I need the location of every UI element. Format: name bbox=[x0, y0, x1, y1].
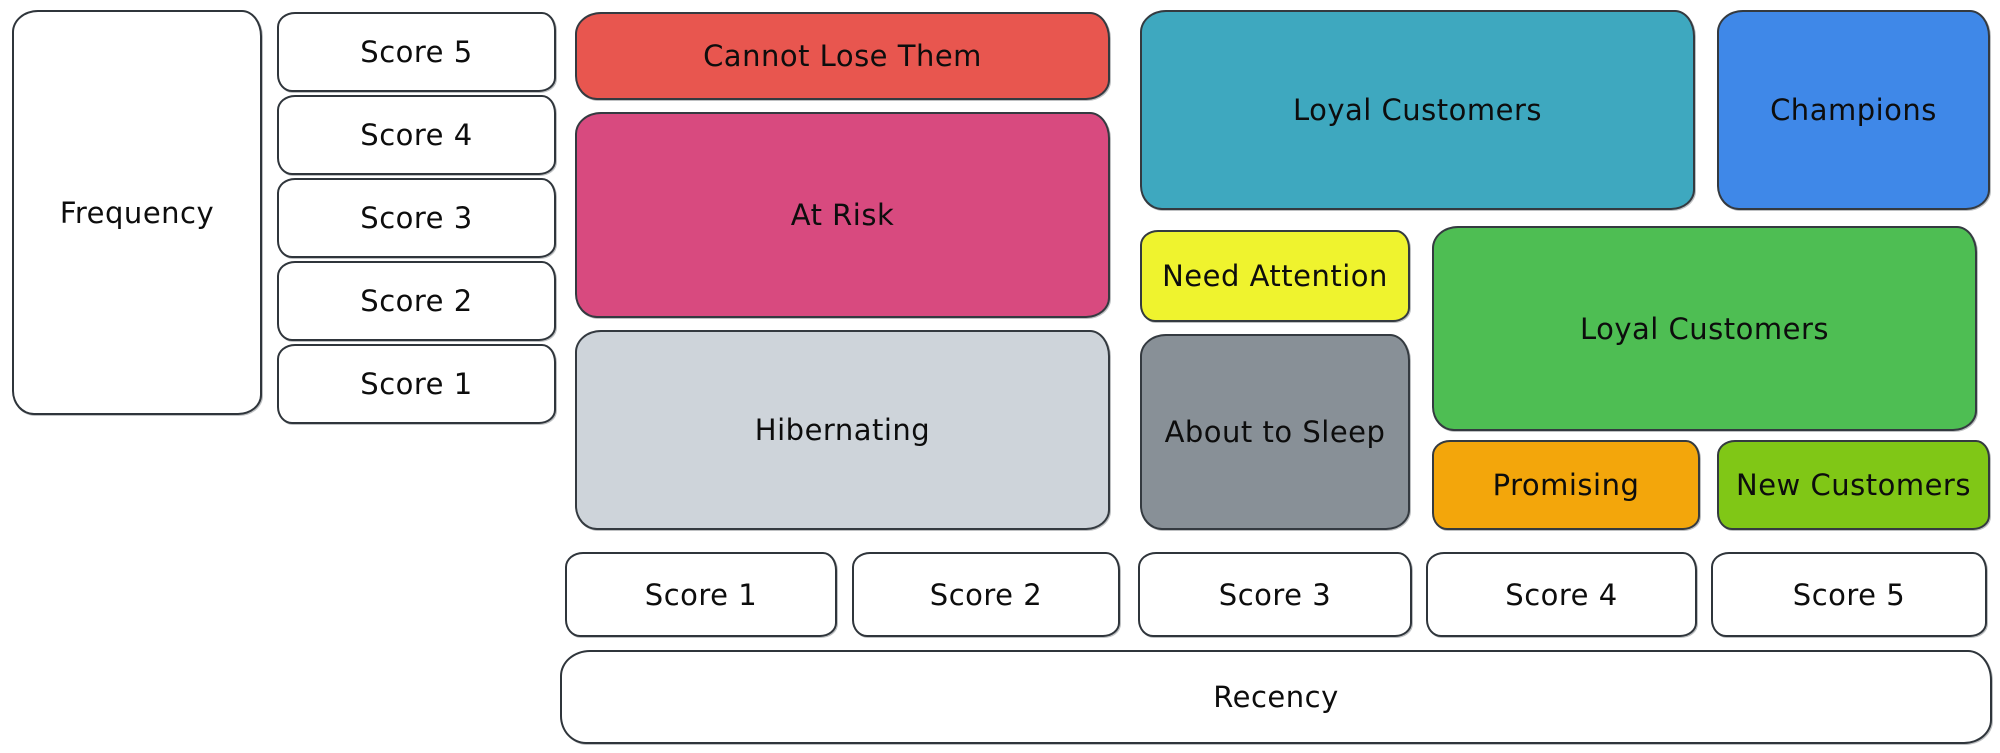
segment-loyal-customers-top: Loyal Customers bbox=[1140, 10, 1695, 210]
segment-new-customers: New Customers bbox=[1717, 440, 1990, 530]
recency-score-3: Score 3 bbox=[1138, 552, 1412, 637]
frequency-axis-label: Frequency bbox=[12, 10, 262, 415]
recency-axis-label: Recency bbox=[560, 650, 1992, 744]
frequency-score-1: Score 1 bbox=[277, 344, 556, 424]
segment-champions: Champions bbox=[1717, 10, 1990, 210]
recency-score-4: Score 4 bbox=[1426, 552, 1697, 637]
segment-cannot-lose-them: Cannot Lose Them bbox=[575, 12, 1110, 100]
frequency-score-5: Score 5 bbox=[277, 12, 556, 92]
segment-loyal-customers-mid: Loyal Customers bbox=[1432, 226, 1977, 431]
recency-score-1: Score 1 bbox=[565, 552, 837, 637]
segment-at-risk: At Risk bbox=[575, 112, 1110, 318]
segment-promising: Promising bbox=[1432, 440, 1700, 530]
recency-score-2: Score 2 bbox=[852, 552, 1120, 637]
segment-hibernating: Hibernating bbox=[575, 330, 1110, 530]
frequency-score-3: Score 3 bbox=[277, 178, 556, 258]
segment-need-attention: Need Attention bbox=[1140, 230, 1410, 322]
segment-about-to-sleep: About to Sleep bbox=[1140, 334, 1410, 530]
recency-score-5: Score 5 bbox=[1711, 552, 1987, 637]
frequency-score-4: Score 4 bbox=[277, 95, 556, 175]
frequency-score-2: Score 2 bbox=[277, 261, 556, 341]
